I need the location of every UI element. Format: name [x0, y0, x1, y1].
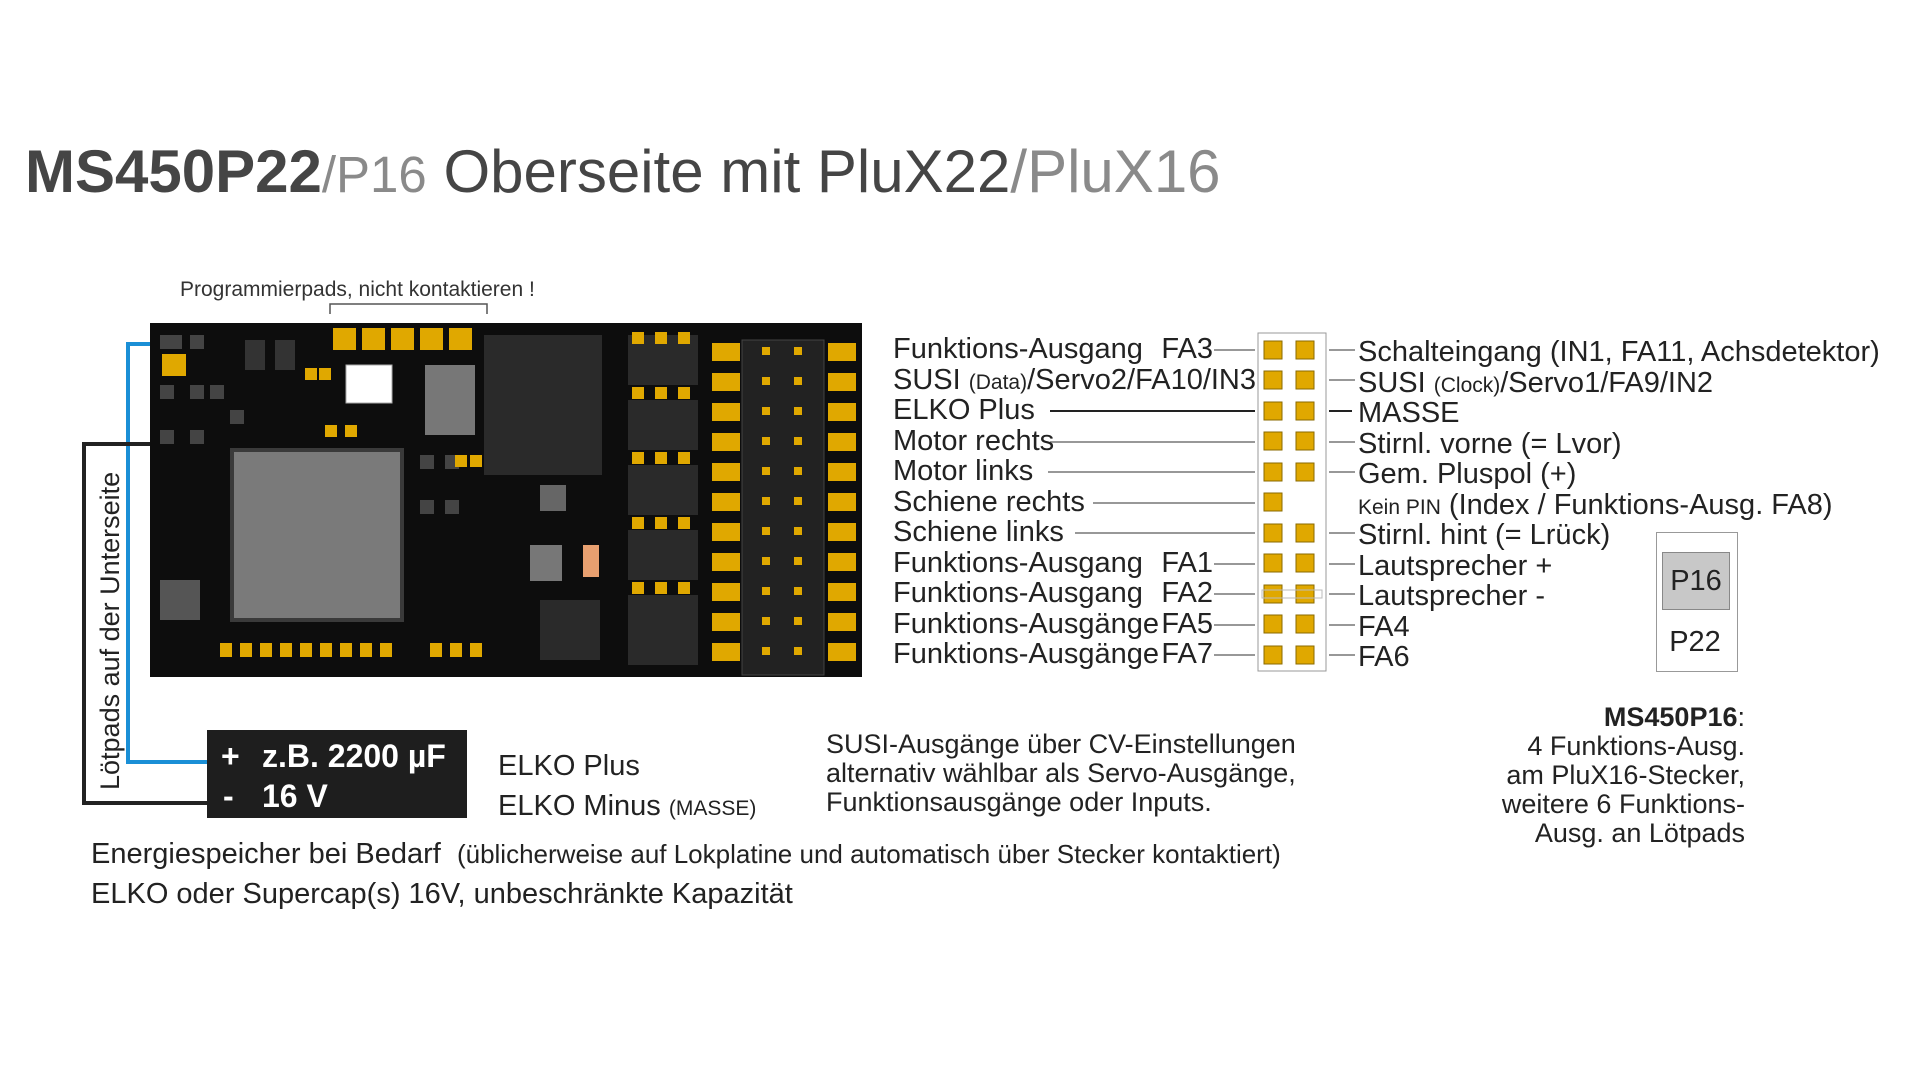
- resistor-orange: [583, 545, 599, 577]
- title-alt-plux16: /PluX16: [1010, 138, 1221, 205]
- mcu-chip: [230, 448, 404, 622]
- crystal: [345, 364, 393, 404]
- pin-label-motor-right: Motor rechts: [893, 424, 1055, 457]
- title-alt-p16: /P16: [321, 146, 427, 203]
- pin-label-fa7: Funktions-Ausgänge FA7: [893, 638, 1213, 670]
- pin-label-in1: Schalteingang (IN1, FA11, Achsdetektor): [1358, 336, 1880, 368]
- cap-plus-sign: +: [221, 738, 240, 774]
- small-chip: [425, 365, 475, 435]
- pin-label-masse: MASSE: [1358, 397, 1460, 429]
- programming-pads: [333, 328, 472, 350]
- pin-label-fa6: FA6: [1358, 641, 1410, 673]
- pin-label-lrueck: Stirnl. hint (= Lrück): [1358, 519, 1611, 551]
- cap-minus-sign: -: [223, 778, 234, 814]
- susi-note: SUSI-Ausgänge über CV-Einstellungen alte…: [826, 729, 1296, 817]
- right-leaders: [1329, 349, 1355, 656]
- pin-label-pluspol: Gem. Pluspol (+): [1358, 458, 1577, 490]
- p16-label: P16: [1662, 552, 1730, 610]
- pin-label-kein-pin: Kein PIN (Index / Funktions-Ausg. FA8): [1358, 488, 1833, 521]
- pin-label-susi-clock: SUSI (Clock)/Servo1/FA9/IN2: [1358, 366, 1714, 399]
- elko-plus-label: ELKO Plus: [498, 750, 640, 782]
- page-title: MS450P22/P16 Oberseite mit PluX22/PluX16: [25, 142, 1221, 205]
- elko-plus-wire: [126, 342, 207, 764]
- ms450p16-heading: MS450P16: [1603, 702, 1738, 732]
- plux-edge-pads: [712, 343, 856, 661]
- pin-label-fa2: Funktions-Ausgang FA2: [893, 577, 1213, 609]
- left-leaders: [1048, 349, 1255, 656]
- title-mid: Oberseite mit PluX22: [443, 138, 1011, 205]
- small-chip-2: [530, 545, 562, 581]
- prog-bracket: [329, 303, 488, 314]
- pin-label-motor-left: Motor links: [893, 455, 1034, 487]
- pin-label-fa3: Funktions-Ausgang FA3: [893, 333, 1213, 365]
- elko-minus-wire: [82, 442, 207, 805]
- pin-label-speaker-minus: Lautsprecher -: [1358, 580, 1545, 612]
- pin-label-lvor: Stirnl. vorne (= Lvor): [1358, 427, 1622, 460]
- capacitor-note: ELKO oder Supercap(s) 16V, unbeschränkte…: [91, 878, 793, 910]
- title-main: MS450P22: [25, 138, 322, 205]
- programming-pads-note: Programmierpads, nicht kontaktieren !: [180, 278, 535, 301]
- pin-label-fa4: FA4: [1358, 610, 1410, 643]
- pin-label-elko-plus: ELKO Plus: [893, 394, 1035, 426]
- right-pin-labels: Schalteingang (IN1, FA11, Achsdetektor) …: [1358, 336, 1880, 673]
- left-pin-labels: Funktions-Ausgang FA3 SUSI (Data)/Servo2…: [893, 333, 1257, 670]
- pin-label-susi-data: SUSI (Data)/Servo2/FA10/IN3: [893, 363, 1257, 396]
- pin-label-fa5: Funktions-Ausgänge FA5: [893, 607, 1213, 640]
- cap-voltage: 16 V: [262, 778, 328, 814]
- elko-minus-label: ELKO Minus (MASSE): [498, 790, 757, 822]
- pin-label-fa1: Funktions-Ausgang FA1: [893, 546, 1213, 579]
- energy-storage-note: Energiespeicher bei Bedarf (üblicherweis…: [91, 838, 1281, 870]
- driver-chip: [484, 335, 602, 475]
- p22-label: P22: [1669, 626, 1721, 658]
- pin-label-rail-left: Schiene links: [893, 516, 1064, 548]
- plux-housing: [741, 339, 825, 676]
- pin-label-speaker-plus: Lautsprecher +: [1358, 549, 1553, 582]
- pin-label-rail-right: Schiene rechts: [893, 485, 1085, 518]
- solder-pads-label: Lötpads auf der Unterseite: [95, 471, 125, 790]
- ms450p16-note: MS450P16: 4 Funktions-Ausg. am PluX16-St…: [1501, 702, 1745, 848]
- capacitor-box: + z.B. 2200 µF - 16 V: [207, 730, 467, 818]
- cap-capacity: z.B. 2200 µF: [262, 738, 446, 774]
